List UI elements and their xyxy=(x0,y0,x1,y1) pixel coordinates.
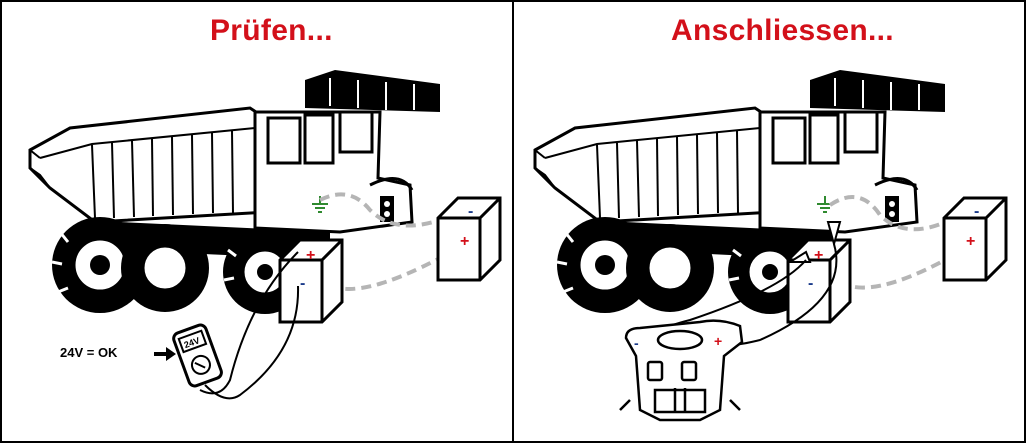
dump-truck-icon-right xyxy=(535,70,945,314)
battery-plus-right: + xyxy=(814,247,823,264)
battery-minus-right: - xyxy=(808,275,813,292)
battery-plus-left: + xyxy=(306,247,315,264)
booster-minus-right: - xyxy=(974,203,979,220)
booster-plus-left: + xyxy=(460,233,469,250)
dump-truck-icon-left xyxy=(30,70,440,314)
battery-minus-left: - xyxy=(300,275,305,292)
meter-ok-label: 24V = OK xyxy=(60,345,117,360)
booster-plus: + xyxy=(714,333,722,349)
booster-minus: - xyxy=(634,335,639,351)
truck-battery-left: + - xyxy=(280,240,342,322)
booster-battery-right: - + xyxy=(944,198,1006,280)
booster-minus-left: - xyxy=(468,203,473,220)
multimeter-icon: 24V xyxy=(172,323,223,387)
booster-plus-right: + xyxy=(966,233,975,250)
truck-battery-right: + - xyxy=(788,240,850,322)
booster-battery-left: - + xyxy=(438,198,500,280)
arrow-icon xyxy=(154,347,176,361)
